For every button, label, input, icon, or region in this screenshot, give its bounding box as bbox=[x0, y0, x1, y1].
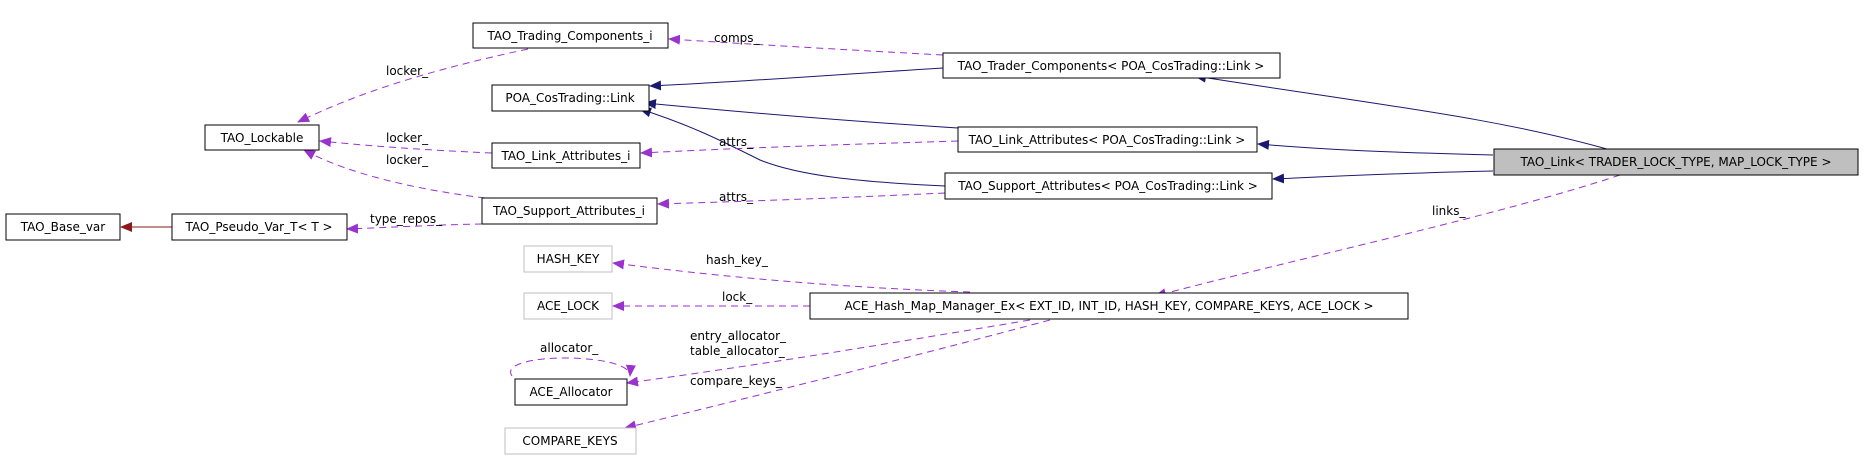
edge-comps bbox=[668, 34, 944, 56]
node-support-attributes[interactable]: TAO_Support_Attributes< POA_CosTrading::… bbox=[944, 172, 1273, 200]
node-label: TAO_Support_Attributes_i bbox=[492, 204, 645, 218]
node-label: TAO_Trading_Components_i bbox=[486, 29, 652, 43]
edge-label-compare-keys: compare_keys_ bbox=[690, 374, 783, 388]
node-label: TAO_Pseudo_Var_T< T > bbox=[184, 220, 332, 234]
edge-locker-link-attributes bbox=[319, 137, 493, 154]
node-trading-components-i[interactable]: TAO_Trading_Components_i bbox=[472, 22, 669, 49]
node-label: HASH_KEY bbox=[537, 252, 600, 266]
node-label: TAO_Lockable bbox=[220, 131, 304, 145]
node-label: TAO_Link_Attributes< POA_CosTrading::Lin… bbox=[968, 133, 1246, 147]
node-label: TAO_Trader_Components< POA_CosTrading::L… bbox=[957, 59, 1265, 73]
node-label: ACE_Hash_Map_Manager_Ex< EXT_ID, INT_ID,… bbox=[844, 299, 1373, 313]
edge-entry-table-allocator bbox=[626, 319, 1031, 387]
edge-type-repos bbox=[346, 223, 483, 234]
edge-compare-keys bbox=[624, 319, 1051, 431]
node-label: ACE_Allocator bbox=[529, 385, 612, 399]
node-poa-link[interactable]: POA_CosTrading::Link bbox=[491, 84, 650, 112]
node-compare-keys[interactable]: COMPARE_KEYS bbox=[504, 427, 637, 455]
node-trader-components[interactable]: TAO_Trader_Components< POA_CosTrading::L… bbox=[942, 52, 1281, 79]
edge-link-to-link-attributes bbox=[1257, 139, 1494, 156]
node-label: TAO_Base_var bbox=[20, 220, 106, 234]
edge-label-attrs-link: attrs_ bbox=[719, 135, 754, 149]
edge-label-type-repos: type_repos_ bbox=[370, 212, 443, 226]
edge-link-to-trader-components bbox=[1194, 72, 1615, 152]
node-support-attributes-i[interactable]: TAO_Support_Attributes_i bbox=[481, 197, 658, 225]
node-lockable[interactable]: TAO_Lockable bbox=[204, 124, 320, 151]
edge-hash-key bbox=[612, 259, 971, 293]
node-hash-key[interactable]: HASH_KEY bbox=[523, 245, 613, 273]
node-hash-map-manager[interactable]: ACE_Hash_Map_Manager_Ex< EXT_ID, INT_ID,… bbox=[809, 292, 1409, 320]
edge-attrs-link bbox=[640, 140, 959, 158]
node-label: TAO_Support_Attributes< POA_CosTrading::… bbox=[957, 179, 1258, 193]
node-label: TAO_Link_Attributes_i bbox=[501, 149, 631, 163]
node-ace-lock[interactable]: ACE_LOCK bbox=[523, 292, 613, 320]
edge-label-hash-key: hash_key_ bbox=[706, 253, 769, 267]
edge-label-attrs-support: attrs_ bbox=[719, 190, 754, 204]
edge-label-links: links_ bbox=[1432, 204, 1466, 218]
node-label: COMPARE_KEYS bbox=[522, 434, 617, 448]
edge-link-to-support-attributes bbox=[1272, 170, 1494, 184]
node-base-var[interactable]: TAO_Base_var bbox=[5, 213, 121, 241]
node-label: POA_CosTrading::Link bbox=[505, 91, 634, 105]
node-allocator[interactable]: ACE_Allocator bbox=[514, 378, 628, 406]
edge-locker-trading-components bbox=[297, 48, 529, 123]
node-label: ACE_LOCK bbox=[537, 299, 600, 313]
edge-allocator-self bbox=[510, 357, 636, 377]
edge-links bbox=[1154, 174, 1621, 299]
edge-label-entry-allocator: entry_allocator_ bbox=[690, 329, 787, 343]
edge-support-attributes-to-poa-link bbox=[639, 107, 946, 187]
edge-label-lock: lock_ bbox=[722, 290, 753, 304]
edge-attrs-support bbox=[657, 192, 946, 209]
edge-label-locker-mid: locker_ bbox=[386, 131, 429, 145]
edge-locker-support-attributes bbox=[303, 149, 486, 199]
node-label: TAO_Link< TRADER_LOCK_TYPE, MAP_LOCK_TYP… bbox=[1520, 155, 1832, 169]
edge-label-comps: comps_ bbox=[714, 31, 760, 45]
edge-link-attributes-to-poa-link bbox=[644, 99, 959, 129]
node-link-attributes-i[interactable]: TAO_Link_Attributes_i bbox=[491, 142, 641, 169]
edge-label-locker-low: locker_ bbox=[386, 153, 429, 167]
edge-label-allocator-self: allocator_ bbox=[540, 341, 599, 355]
edge-label-locker-top: locker_ bbox=[386, 64, 429, 78]
edge-trader-components-to-poa-link bbox=[649, 67, 944, 91]
edge-label-table-allocator: table_allocator_ bbox=[690, 344, 786, 358]
node-link-attributes[interactable]: TAO_Link_Attributes< POA_CosTrading::Lin… bbox=[957, 126, 1258, 153]
node-pseudo-var[interactable]: TAO_Pseudo_Var_T< T > bbox=[171, 213, 348, 241]
node-tao-link[interactable]: TAO_Link< TRADER_LOCK_TYPE, MAP_LOCK_TYP… bbox=[1493, 148, 1859, 176]
